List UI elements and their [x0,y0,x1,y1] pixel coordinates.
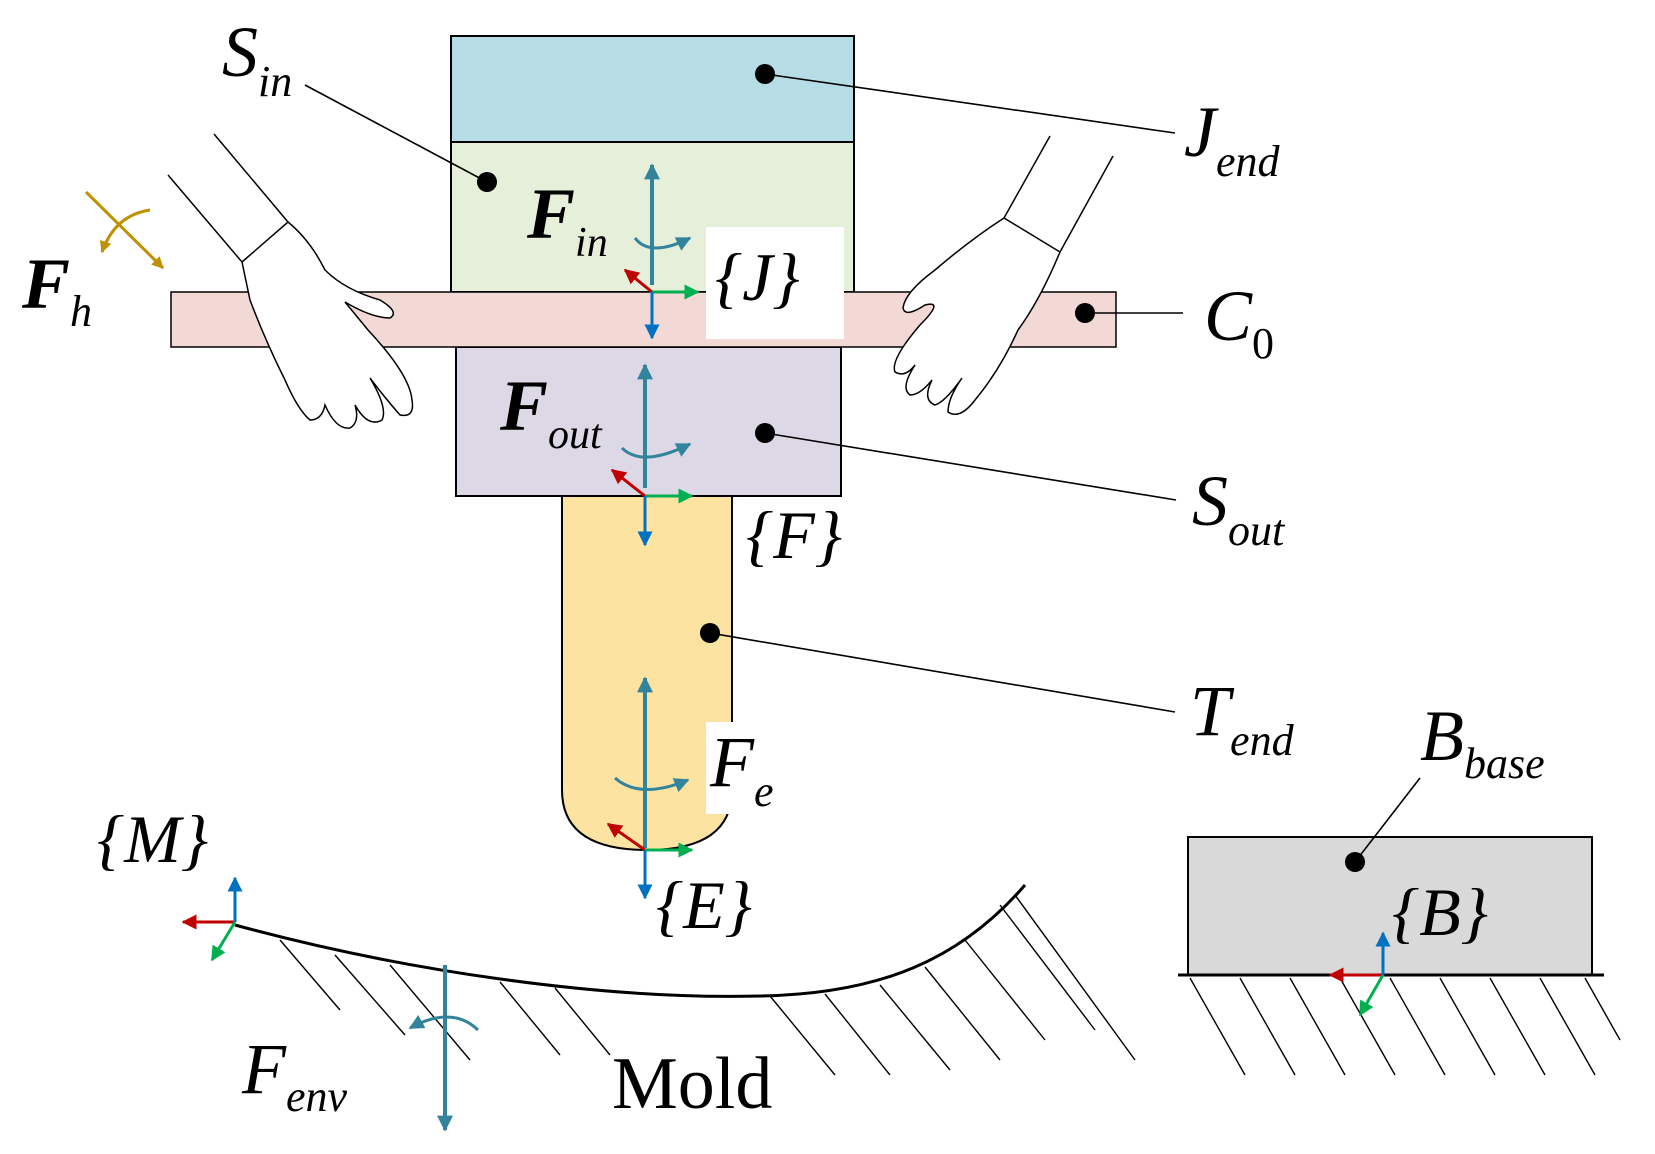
right-hand-icon [893,135,1114,415]
label-frame-e: {E} [656,867,752,943]
label-b-base: Bbase [1420,696,1545,788]
frame-b-axes [1328,931,1391,1017]
label-f-out: Fout [499,366,603,458]
label-f-in: Fin [526,174,608,266]
j-end-block [450,35,855,143]
leader-dots [477,64,1365,872]
f-h-arrow [84,190,165,270]
frame-e-axes [606,822,694,900]
mold-hatch [279,894,1136,1076]
frame-f-axes [610,468,694,547]
label-frame-m: {M} [97,801,208,877]
label-t-end: Tend [1190,671,1295,765]
label-c0: C0 [1204,276,1274,368]
label-j-end: Jend [1184,92,1280,186]
label-s-out: Sout [1192,461,1286,555]
frame-j-axes [623,268,700,340]
label-f-h: Fh [21,244,92,336]
label-frame-f: {F} [746,497,842,573]
label-s-in: Sin [222,12,292,106]
left-hand-icon [167,133,414,429]
f-env-wrench [408,965,480,1132]
base-ground-hatch [1189,977,1621,1076]
frame-m-axes [181,876,243,962]
fe-label-bg [706,722,754,814]
label-mold: Mold [612,1043,772,1125]
f-out-wrench [620,363,692,488]
label-frame-j: {J} [715,239,800,315]
label-f-env: Fenv [241,1029,348,1121]
f-e-wrench [614,676,690,848]
base-block [1187,836,1593,976]
f-in-wrench [633,163,692,285]
label-frame-b: {B} [1392,874,1488,950]
leader-lines [304,73,1421,863]
mold-surface [234,884,1027,998]
frame-j-label-bg [706,227,844,339]
label-f-e: Fe [709,722,774,816]
